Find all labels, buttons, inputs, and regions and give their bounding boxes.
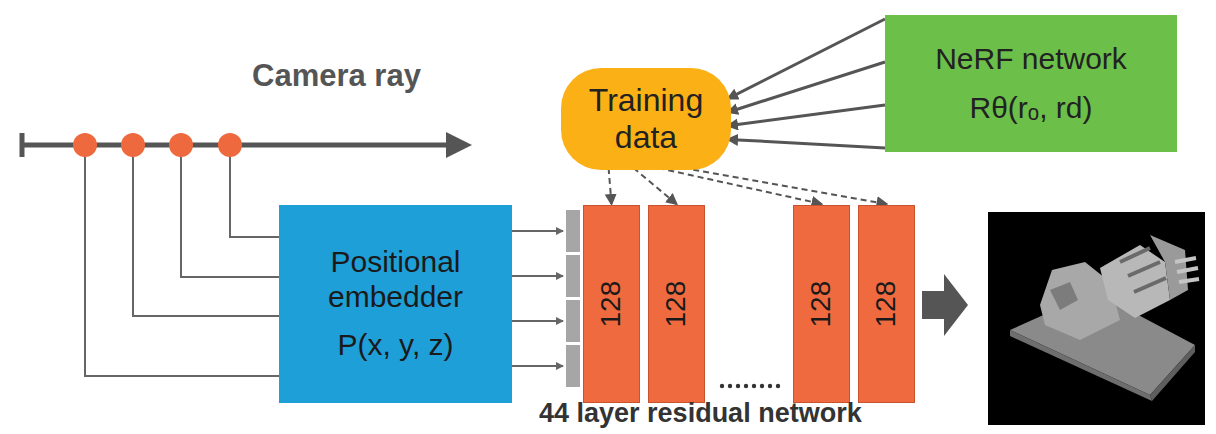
layer-width: 128 <box>870 281 902 328</box>
box-formula: P(x, y, z) <box>337 328 453 363</box>
box-title: Positional embedder <box>279 245 512 314</box>
box-title: NeRF network <box>935 42 1127 77</box>
data-source-arrow <box>728 62 885 112</box>
layer-box: 128 <box>793 205 850 403</box>
camera-ray <box>22 132 472 158</box>
data-box: Training data <box>561 68 731 170</box>
layer-width: 128 <box>595 281 627 328</box>
embedder-box: Positional embedderP(x, y, z) <box>279 205 512 403</box>
data-feed-arrow <box>659 168 822 204</box>
data-feed-arrow <box>609 168 612 204</box>
data-feed-arrow <box>634 168 677 204</box>
data-source-arrow <box>728 105 885 126</box>
layer-box: 128 <box>648 205 705 403</box>
input-cells <box>566 210 580 387</box>
network-caption: 44 layer residual network <box>539 398 862 429</box>
ellipsis-dots <box>720 384 780 388</box>
network-box: NeRF networkRθ(rₒ, rd) <box>885 15 1177 152</box>
box-title: Training data <box>561 82 731 156</box>
depth-image <box>988 212 1205 425</box>
sample-points <box>73 133 242 157</box>
layer-box: 128 <box>583 205 640 403</box>
data-feed-arrow <box>683 168 886 204</box>
box-formula: Rθ(rₒ, rd) <box>970 91 1093 126</box>
ray-label: Camera ray <box>252 58 421 94</box>
data-source-arrow <box>728 139 885 148</box>
layer-box: 128 <box>858 205 915 403</box>
output-arrow <box>922 274 968 336</box>
layer-width: 128 <box>805 281 837 328</box>
layer-width: 128 <box>660 281 692 328</box>
